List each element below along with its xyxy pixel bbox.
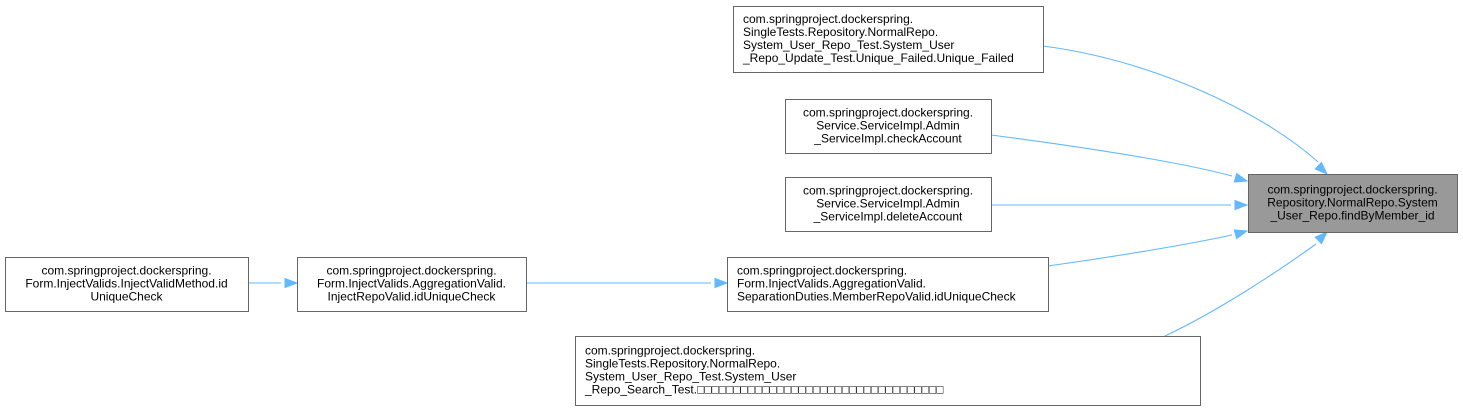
edge-arrowhead [1314, 231, 1329, 245]
edge-search_test-to-find_by_member_id [1164, 231, 1329, 337]
edges-layer [248, 45, 1329, 337]
node-box[interactable] [733, 6, 1044, 73]
node-label-line: com.springproject.dockerspring. [585, 344, 755, 358]
edge-check_account-to-find_by_member_id [990, 134, 1249, 183]
node-box[interactable] [785, 177, 992, 232]
edge-unique_failed-to-find_by_member_id [1042, 45, 1329, 175]
node-member-repo-valid[interactable]: com.springproject.dockerspring.Form.Inje… [727, 257, 1049, 312]
node-label-line: com.springproject.dockerspring. [326, 264, 496, 278]
node-box[interactable] [727, 257, 1049, 312]
node-inject-repo-valid[interactable]: com.springproject.dockerspring.Form.Inje… [297, 257, 527, 312]
edge-delete_account-to-find_by_member_id [991, 199, 1249, 211]
edge-arrowhead [1233, 172, 1249, 183]
node-label-line: SeparationDuties.MemberRepoValid.idUniqu… [737, 290, 1017, 304]
node-label-line: com.springproject.dockerspring. [1267, 183, 1437, 197]
node-label-line: _User_Repo.findByMember_id [1269, 209, 1434, 223]
node-search-test[interactable]: com.springproject.dockerspring.SingleTes… [575, 336, 1201, 406]
node-find-by-member-id[interactable]: com.springproject.dockerspring.Repositor… [1248, 174, 1458, 233]
edge-member_repo_valid-to-find_by_member_id [1047, 229, 1249, 267]
node-label-line: UniqueCheck [90, 290, 163, 304]
edge-arrowhead [1233, 229, 1249, 240]
node-inject-valid-method[interactable]: com.springproject.dockerspring.Form.Inje… [5, 257, 249, 312]
node-check-account[interactable]: com.springproject.dockerspring.Service.S… [785, 99, 992, 154]
node-label-line: Service.ServiceImpl.Admin [816, 119, 959, 133]
node-label-line: System_User_Repo_Test.System_User [743, 38, 954, 52]
node-label-line: Form.InjectValids.AggregationValid. [317, 277, 506, 291]
edge-arrowhead [284, 277, 299, 289]
node-box[interactable] [1248, 174, 1458, 233]
node-unique-failed[interactable]: com.springproject.dockerspring.SingleTes… [733, 6, 1044, 73]
node-label-line: _Repo_Search_Test.□□□□□□□□□□□□□□□□□□□□□□… [584, 383, 944, 397]
node-delete-account[interactable]: com.springproject.dockerspring.Service.S… [785, 177, 992, 232]
node-label-line: com.springproject.dockerspring. [737, 264, 907, 278]
edge-arrowhead [1314, 161, 1329, 175]
edge-line [1047, 234, 1233, 267]
node-label-line: SingleTests.Repository.NormalRepo. [585, 357, 780, 371]
node-label-line: Repository.NormalRepo.System [1267, 196, 1438, 210]
node-label-line: SingleTests.Repository.NormalRepo. [743, 25, 938, 39]
node-label-line: Form.InjectValids.InjectValidMethod.id [25, 277, 227, 291]
node-label-line: com.springproject.dockerspring. [803, 184, 973, 198]
node-box[interactable] [575, 336, 1201, 406]
node-label-line: com.springproject.dockerspring. [41, 264, 211, 278]
node-label-line: Service.ServiceImpl.Admin [816, 197, 959, 211]
node-label-line: System_User_Repo_Test.System_User [585, 370, 796, 384]
node-label-line: _Repo_Update_Test.Unique_Failed.Unique_F… [742, 51, 1014, 65]
edge-line [1164, 243, 1317, 337]
nodes-layer: com.springproject.dockerspring.Repositor… [5, 6, 1458, 406]
edge-line [1042, 45, 1319, 163]
edge-inject_valid_method-to-inject_repo_valid [248, 277, 299, 289]
edge-line [990, 134, 1233, 177]
node-label-line: _ServiceImpl.deleteAccount [813, 210, 963, 224]
node-label-line: InjectRepoValid.idUniqueCheck [328, 290, 497, 304]
node-box[interactable] [5, 257, 249, 312]
node-box[interactable] [785, 99, 992, 154]
edge-inject_repo_valid-to-member_repo_valid [526, 277, 729, 289]
node-box[interactable] [297, 257, 527, 312]
node-label-line: _ServiceImpl.checkAccount [813, 132, 962, 146]
edge-arrowhead [1234, 199, 1249, 211]
node-label-line: Form.InjectValids.AggregationValid. [737, 277, 926, 291]
node-label-line: com.springproject.dockerspring. [743, 12, 913, 26]
node-label-line: com.springproject.dockerspring. [803, 106, 973, 120]
edge-arrowhead [714, 277, 729, 289]
